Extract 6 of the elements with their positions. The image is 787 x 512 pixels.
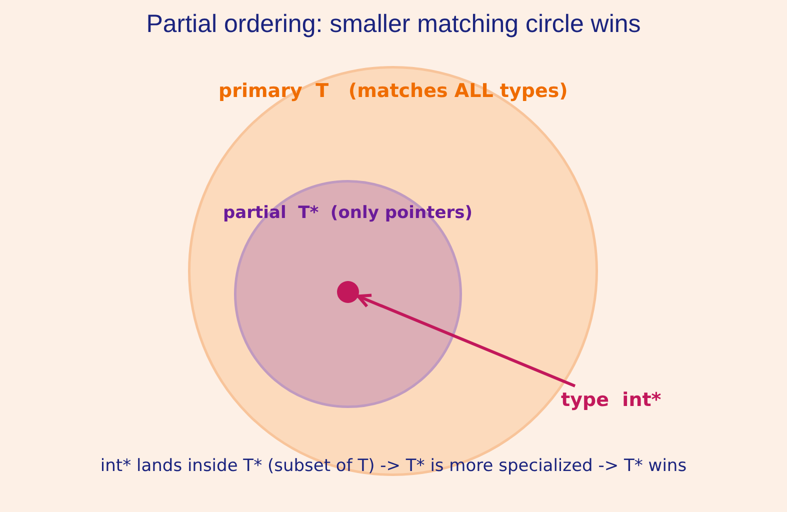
caption: int* lands inside T* (subset of T) -> T* is more specialized -> T* wins	[99, 456, 688, 476]
diagram-title: Partial ordering: smaller matching circle wins	[145, 10, 642, 39]
arrow	[356, 294, 576, 388]
circle-label: primary T (matches ALL types)	[218, 80, 568, 102]
circle-label: partial T* (only pointers)	[223, 203, 473, 223]
type-label: type int*	[561, 389, 662, 411]
